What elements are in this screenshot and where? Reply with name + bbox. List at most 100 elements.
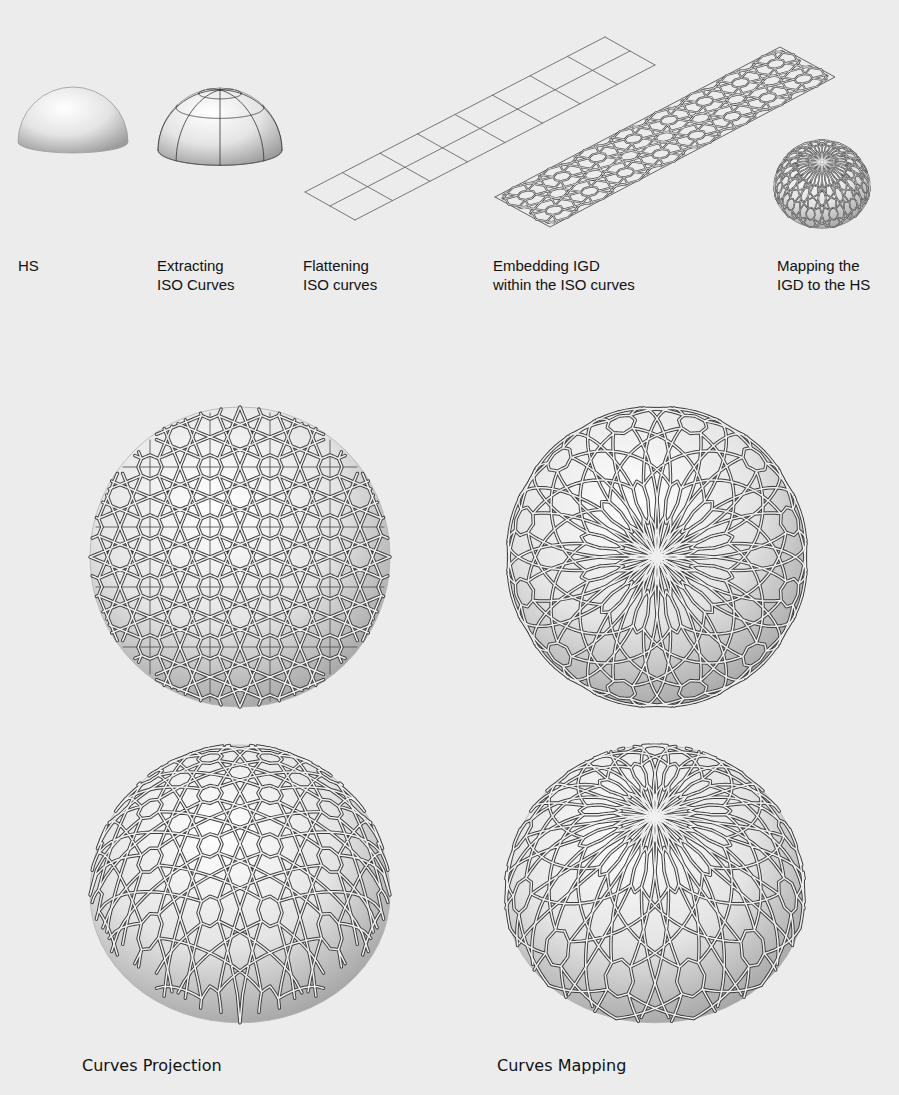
pattern-band-outline — [759, 93, 777, 103]
pattern-band-outline — [339, 785, 371, 825]
pattern-band-fill — [608, 182, 626, 192]
pattern-band-fill — [689, 805, 731, 815]
pattern-band-fill — [682, 502, 713, 533]
pattern-band-fill — [378, 843, 388, 870]
pattern-band-fill — [112, 892, 150, 952]
pattern-band-outline — [339, 951, 345, 967]
pattern-band-fill — [777, 182, 783, 193]
pattern-band-fill — [655, 500, 658, 549]
pattern-band-fill — [750, 69, 795, 93]
pattern-band-outline — [518, 530, 599, 585]
pattern-band-fill — [109, 785, 141, 825]
pattern-band-outline — [531, 806, 535, 811]
pattern-band-outline — [704, 82, 722, 92]
pattern-band-fill — [705, 419, 763, 451]
pattern-band-fill — [198, 896, 222, 926]
pattern-band-fill — [138, 771, 162, 786]
pattern-band-outline — [339, 587, 373, 638]
pattern-band-fill — [339, 798, 371, 824]
pattern-band-fill — [318, 515, 342, 539]
pattern-band-fill — [795, 177, 815, 210]
pattern-band-fill — [830, 143, 846, 150]
pattern-band-fill — [545, 205, 563, 215]
pattern-band-fill — [258, 575, 282, 599]
pattern-band-fill — [553, 172, 571, 182]
pattern-band-fill — [679, 145, 697, 155]
pattern-band-outline — [135, 452, 141, 458]
pattern-band-outline — [787, 199, 794, 211]
pattern-band-fill — [694, 967, 749, 1019]
pattern-band-fill — [741, 105, 781, 118]
pattern-band-outline — [531, 847, 605, 930]
pattern-band-fill — [775, 806, 779, 811]
pattern-band-fill — [579, 805, 621, 815]
pattern-band-fill — [378, 518, 388, 538]
pattern-band-fill — [804, 169, 814, 180]
pattern-band-fill — [219, 745, 270, 752]
pattern-band-fill — [806, 156, 820, 161]
pattern-band-outline — [107, 587, 141, 638]
pattern-band-outline — [570, 865, 631, 967]
pattern-band-fill — [548, 218, 568, 223]
pattern-band-outline — [339, 798, 371, 824]
pattern-band-outline — [677, 959, 705, 996]
pattern-band-fill — [547, 772, 569, 790]
pattern-band-fill — [159, 938, 210, 992]
pattern-band-fill — [814, 172, 819, 186]
pattern-band-fill — [821, 164, 823, 179]
pattern-band-fill — [680, 780, 711, 798]
pattern-band-fill — [159, 748, 210, 769]
step-label: Flattening ISO curves — [303, 257, 389, 295]
pattern-band-fill — [568, 196, 592, 217]
pattern-band-fill — [718, 967, 742, 1006]
pattern-band-fill — [663, 847, 679, 892]
pattern-band-fill — [635, 161, 675, 174]
pattern-band-fill — [517, 914, 549, 985]
pattern-band-fill — [96, 518, 102, 527]
pattern-band-outline — [619, 748, 624, 749]
pattern-band-outline — [318, 770, 342, 785]
hemisphere-surface — [505, 745, 805, 1023]
pattern-band-fill — [778, 194, 788, 217]
pattern-band-fill — [519, 605, 551, 663]
pattern-band-fill — [138, 848, 162, 872]
pattern-band-fill — [797, 851, 804, 928]
pattern-band-fill — [856, 194, 866, 217]
pattern-band-outline — [258, 834, 282, 857]
pattern-band-outline — [109, 785, 141, 825]
pattern-band-fill — [270, 424, 321, 458]
pattern-band-fill — [714, 530, 795, 585]
iso-curve — [220, 90, 264, 161]
pattern-band-fill — [270, 799, 330, 850]
pattern-band-fill — [831, 142, 844, 150]
pattern-band-outline — [813, 179, 831, 215]
pattern-band-fill — [605, 959, 633, 996]
pattern-band-fill — [518, 190, 536, 200]
pattern-band-fill — [795, 74, 813, 84]
pattern-band-fill — [603, 178, 627, 199]
pattern-band-outline — [779, 878, 797, 914]
pattern-band-fill — [665, 481, 681, 523]
pattern-band-fill — [830, 151, 840, 157]
pattern-band-outline-group — [502, 51, 827, 223]
pattern-band-fill — [210, 909, 270, 1023]
pattern-band-fill — [686, 748, 691, 749]
pattern-band-outline — [378, 843, 388, 870]
pattern-band-fill — [504, 194, 517, 200]
pattern-band-fill — [258, 834, 282, 857]
pattern-band-outline — [138, 771, 162, 786]
pattern-band-fill — [198, 575, 222, 599]
pattern-band-fill — [679, 415, 707, 433]
pattern-band-fill — [103, 596, 141, 641]
pattern-band-fill — [279, 753, 311, 763]
pattern-band-fill — [750, 107, 768, 117]
pattern-band-fill — [600, 555, 649, 558]
pattern-band-outline — [655, 500, 658, 549]
pattern-band-fill — [652, 149, 670, 159]
pattern-band-outline — [318, 575, 342, 599]
pattern-band-fill — [508, 530, 515, 595]
pattern-band-fill — [270, 938, 321, 993]
pattern-band-fill — [633, 591, 649, 633]
pattern-band-fill — [857, 198, 868, 210]
